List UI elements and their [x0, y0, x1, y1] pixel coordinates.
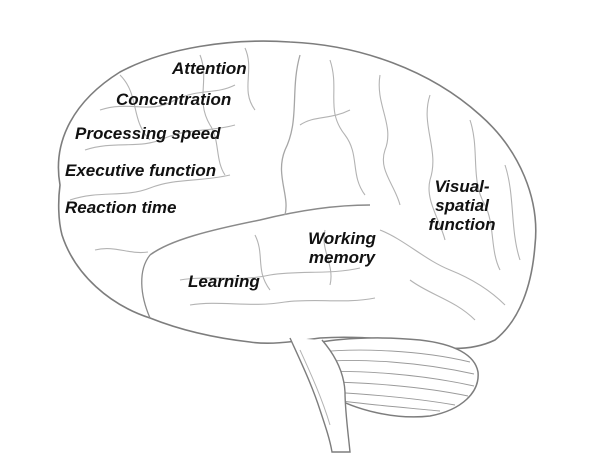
label-learning: Learning	[188, 272, 260, 291]
label-visual-spatial-function: Visual- spatial function	[420, 177, 504, 234]
lateral-sulcus	[149, 204, 371, 256]
label-attention: Attention	[172, 59, 247, 78]
temporal-lobe-edge	[141, 254, 151, 319]
label-working-memory-line-1: Working	[308, 229, 376, 248]
cerebrum-outline	[57, 40, 537, 350]
sulci-lines	[69, 47, 521, 321]
label-reaction-time: Reaction time	[65, 198, 177, 217]
brain-stem	[289, 337, 351, 453]
label-processing-speed: Processing speed	[75, 124, 221, 143]
label-visual-spatial-line-3: function	[428, 215, 496, 234]
label-executive-function: Executive function	[65, 161, 217, 180]
label-working-memory: Working memory	[300, 229, 384, 267]
brain-stem-line	[299, 349, 331, 426]
central-sulcus	[280, 54, 301, 216]
label-working-memory-line-2: memory	[308, 248, 376, 267]
label-visual-spatial-line-1: Visual-	[434, 177, 490, 196]
label-concentration: Concentration	[116, 90, 232, 109]
label-visual-spatial-line-2: spatial	[435, 196, 489, 215]
